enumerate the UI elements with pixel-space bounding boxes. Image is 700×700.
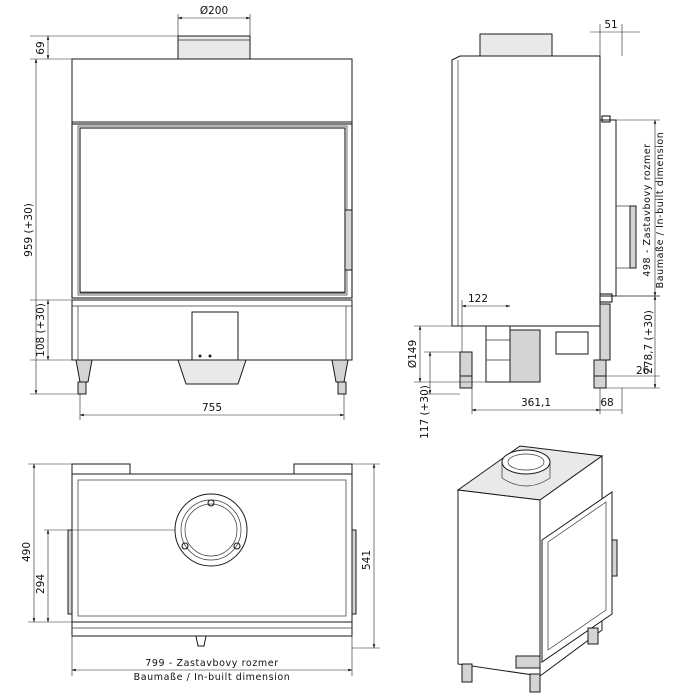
top-view: 490 294 541 799 - Zastavbovy rozmer Baum… (21, 463, 380, 683)
side-door (599, 119, 617, 297)
side-air-inlet-diameter: Ø149 (407, 340, 419, 368)
front-height-feet: 108 (+30) (35, 303, 47, 357)
top-front-frame (71, 621, 353, 637)
isometric-view (456, 445, 618, 693)
top-flue-offset: 294 (35, 574, 47, 594)
side-inbuilt-height-line1: 498 - Zastavbovy rozmer (642, 143, 653, 276)
iso-door (541, 491, 613, 663)
iso-side-face (457, 489, 541, 677)
front-flue-diameter: Ø200 (200, 5, 228, 17)
front-air-damper (191, 311, 239, 361)
side-depth-top: 51 (604, 19, 617, 31)
iso-flue (501, 449, 551, 475)
front-foot-left (75, 359, 93, 383)
front-height-top: 69 (35, 41, 47, 54)
side-flue-collar (479, 33, 553, 57)
front-height-body: 959 (+30) (23, 203, 35, 257)
top-flue-outer (174, 493, 248, 567)
top-width-line1: 799 - Zastavbovy rozmer (145, 658, 278, 669)
flue-collar (177, 35, 251, 61)
side-depth-main: 361,1 (521, 397, 551, 409)
side-view: 51 498 - Zastavbovy rozmer Baumaße / In-… (407, 19, 666, 439)
side-depth-rear: 68 (600, 397, 613, 409)
top-depth-total: 490 (21, 542, 33, 562)
side-rear-height: 278,7 (+30) (643, 310, 655, 374)
front-width: 755 (202, 402, 222, 414)
side-foot-front (593, 359, 607, 377)
side-air-inlet (485, 325, 511, 383)
side-foot-rear (459, 351, 473, 377)
side-door-handle (629, 205, 637, 269)
side-air-inlet-offset: 122 (468, 293, 488, 305)
front-door-handle (344, 209, 353, 271)
top-width-line2: Baumaße / In-built dimension (134, 672, 291, 683)
side-body (451, 55, 601, 327)
side-air-inlet-height: 117 (+30) (419, 385, 431, 439)
top-depth-side: 541 (361, 550, 373, 570)
front-body (71, 58, 353, 299)
side-inbuilt-height-line2: Baumaße / In-built dimension (655, 132, 666, 289)
front-foot-right (331, 359, 349, 383)
front-view: Ø200 755 69 959 (+30) 108 (+30) (23, 5, 353, 420)
side-rear-offset: 26 (636, 365, 650, 377)
